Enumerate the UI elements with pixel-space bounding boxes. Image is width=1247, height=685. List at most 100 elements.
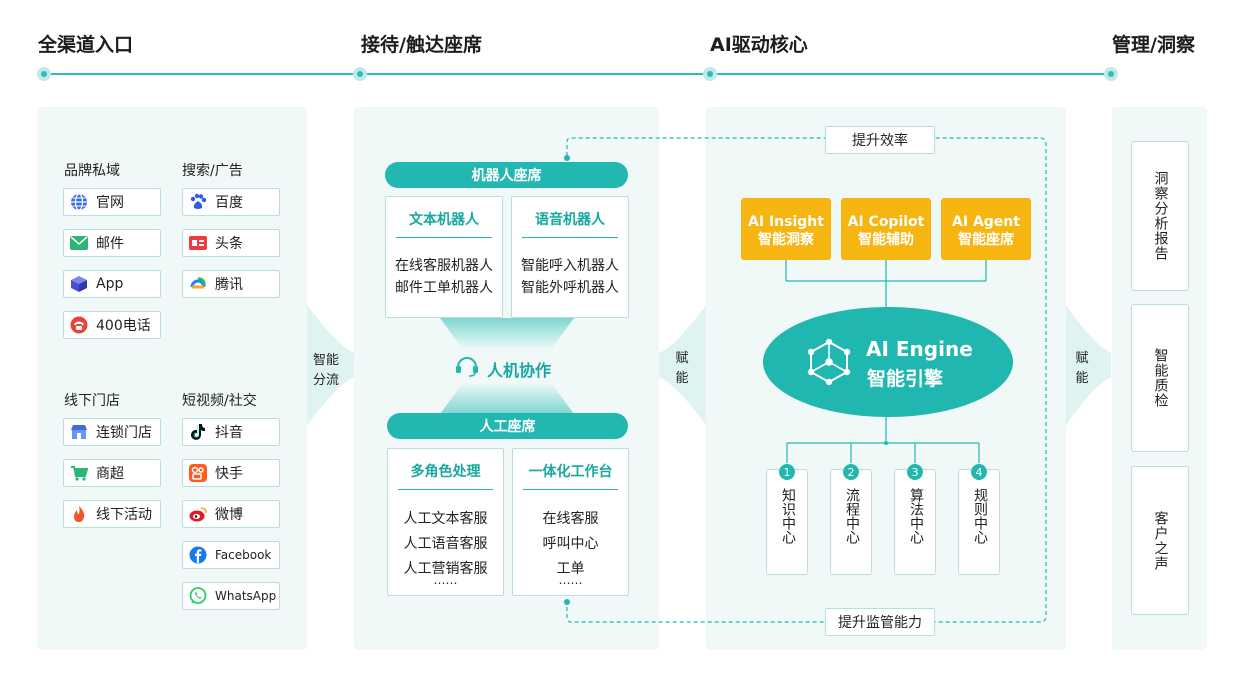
quality-inspection-label: 智能质检	[1152, 348, 1169, 408]
channel-label: 百度	[215, 195, 243, 211]
quality-inspection-card: 智能质检	[1131, 304, 1189, 452]
ai-engine-subtitle: 智能引擎	[867, 368, 944, 390]
channel-offline-event[interactable]: 线下活动	[63, 500, 161, 528]
multi-role-line: 人工文本客服	[403, 511, 488, 527]
human-seat-header: 人工座席	[387, 413, 628, 439]
text-bot-title: 文本机器人	[409, 212, 479, 228]
center-label: 知识中心	[780, 488, 796, 544]
flame-icon	[70, 505, 88, 523]
mail-icon	[70, 234, 88, 252]
empower-connector-right	[1066, 305, 1111, 425]
ai-copilot-en: AI Copilot	[847, 214, 925, 230]
channel-label: 400电话	[96, 318, 151, 334]
workbench-line: ……	[558, 573, 583, 587]
channel-supermarket[interactable]: 商超	[63, 459, 161, 487]
channel-label: App	[96, 276, 124, 292]
text-bot-card: 文本机器人 在线客服机器人 邮件工单机器人	[385, 196, 503, 318]
empower-label-left: 赋能	[675, 351, 689, 386]
app-cube-icon	[70, 275, 88, 293]
ai-insight-cn: 智能洞察	[758, 232, 814, 248]
channel-label: 微博	[215, 507, 243, 523]
multi-role-card: 多角色处理 人工文本客服 人工语音客服 人工营销客服 ……	[387, 448, 504, 596]
routing-label: 智能分流	[312, 353, 339, 388]
divider	[523, 489, 618, 490]
timeline-dot	[703, 67, 717, 81]
ai-engine-title: AI Engine	[866, 337, 973, 361]
knowledge-center-card: 1 知识中心	[766, 464, 808, 575]
ai-insight-en: AI Insight	[748, 214, 824, 230]
channel-kuaishou[interactable]: 快手	[182, 459, 280, 487]
multi-role-line: 人工营销客服	[403, 561, 488, 577]
channel-label: 邮件	[96, 236, 124, 252]
weibo-icon	[189, 505, 207, 523]
channel-toutiao[interactable]: 头条	[182, 229, 280, 257]
center-label: 流程中心	[844, 488, 860, 544]
center-number: 2	[843, 464, 859, 480]
multi-role-line: 人工语音客服	[403, 536, 488, 552]
channel-app[interactable]: App	[63, 270, 161, 298]
kuaishou-icon	[189, 464, 207, 482]
channel-chain-store[interactable]: 连锁门店	[63, 418, 161, 446]
collaboration-hourglass	[440, 318, 574, 414]
group-title-brand: 品牌私域	[64, 163, 120, 179]
algorithm-center-card: 3 算法中心	[894, 464, 936, 575]
process-center-card: 2 流程中心	[830, 464, 872, 575]
efficiency-tag: 提升效率	[825, 126, 935, 154]
rule-center-card: 4 规则中心	[958, 464, 1000, 575]
voice-of-customer-card: 客户之声	[1131, 466, 1189, 615]
channel-facebook[interactable]: Facebook	[182, 541, 280, 569]
insight-report-label: 洞察分析报告	[1152, 171, 1169, 261]
insight-report-card: 洞察分析报告	[1131, 141, 1189, 291]
routing-connector	[307, 305, 354, 425]
divider	[398, 489, 493, 490]
channel-label: 腾讯	[215, 277, 243, 293]
group-title-search: 搜索/广告	[182, 163, 243, 179]
timeline-dot	[37, 67, 51, 81]
phase-title-channels: 全渠道入口	[38, 34, 134, 56]
phase-title-ai-core: AI驱动核心	[710, 34, 808, 56]
channel-website[interactable]: 官网	[63, 188, 161, 216]
channel-weibo[interactable]: 微博	[182, 500, 280, 528]
channel-douyin[interactable]: 抖音	[182, 418, 280, 446]
voice-of-customer-label: 客户之声	[1152, 510, 1169, 571]
timeline-dot	[353, 67, 367, 81]
workbench-line: 工单	[556, 561, 585, 577]
voice-bot-title: 语音机器人	[535, 212, 605, 228]
channel-whatsapp[interactable]: WhatsApp	[182, 582, 280, 610]
voice-bot-line: 智能外呼机器人	[521, 280, 619, 296]
channel-label: 线下活动	[96, 507, 152, 523]
divider	[522, 237, 618, 238]
workbench-line: 在线客服	[542, 511, 599, 527]
text-bot-line: 在线客服机器人	[395, 258, 493, 274]
ai-agent-cn: 智能座席	[958, 232, 1014, 248]
douyin-icon	[189, 423, 207, 441]
channel-tencent[interactable]: 腾讯	[182, 270, 280, 298]
channel-baidu[interactable]: 百度	[182, 188, 280, 216]
ai-insight-card: AI Insight 智能洞察	[741, 198, 831, 260]
timeline	[44, 73, 1114, 75]
channel-label: 头条	[215, 236, 243, 252]
channel-hotline[interactable]: 400电话	[63, 311, 161, 339]
whatsapp-icon	[189, 587, 207, 605]
ai-agent-card: AI Agent 智能座席	[941, 198, 1031, 260]
channel-email[interactable]: 邮件	[63, 229, 161, 257]
phase-title-reception: 接待/触达座席	[361, 34, 482, 56]
multi-role-line: ……	[433, 573, 458, 587]
voice-bot-card: 语音机器人 智能呼入机器人 智能外呼机器人	[511, 196, 629, 318]
supervision-tag: 提升监管能力	[825, 608, 935, 636]
group-title-social: 短视频/社交	[182, 393, 257, 409]
workbench-line: 呼叫中心	[542, 536, 599, 552]
center-number: 1	[779, 464, 795, 480]
store-icon	[70, 423, 88, 441]
cart-icon	[70, 464, 88, 482]
group-title-offline: 线下门店	[64, 393, 120, 409]
cube-network-icon	[805, 338, 853, 390]
toutiao-icon	[189, 234, 207, 252]
workbench-card: 一体化工作台 在线客服 呼叫中心 工单 ……	[512, 448, 629, 596]
channel-label: Facebook	[215, 548, 272, 562]
facebook-icon	[189, 546, 207, 564]
channel-label: WhatsApp	[215, 589, 277, 603]
baidu-icon	[189, 193, 207, 211]
channel-label: 连锁门店	[96, 425, 152, 441]
